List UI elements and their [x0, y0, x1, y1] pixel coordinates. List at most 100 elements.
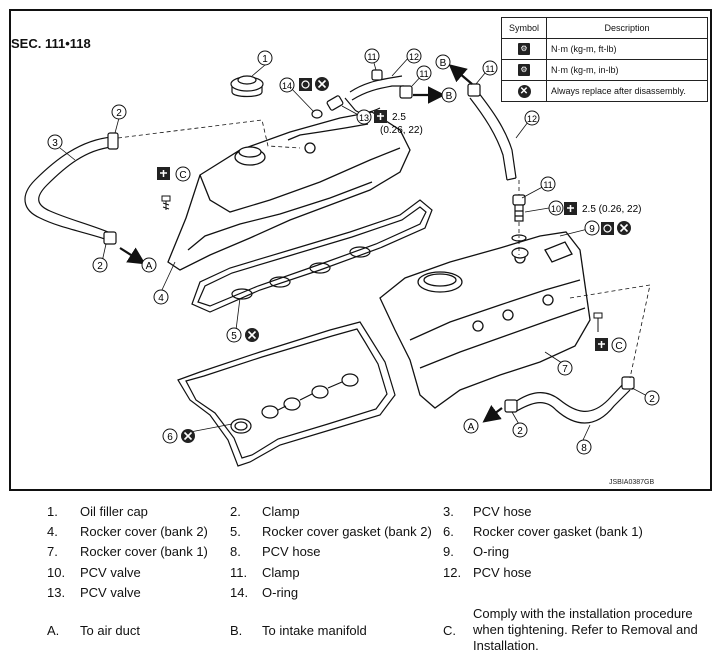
o-ring-icon-14 [299, 78, 312, 91]
svg-text:6: 6 [167, 432, 173, 443]
svg-text:10: 10 [551, 204, 561, 214]
rocker-cover-gasket-bank-1 [177, 321, 396, 467]
svg-text:A: A [146, 261, 153, 272]
callout-7: 7 [557, 360, 573, 376]
rocker-cover-bank-1 [379, 231, 591, 409]
symbol-table-desc: Always replace after disassembly. [546, 80, 708, 102]
legend-num: A. [47, 623, 60, 638]
legend-text: PCV valve [80, 565, 141, 580]
diagram-frame [9, 9, 712, 491]
legend-num: 8. [230, 544, 241, 559]
svg-text:A: A [468, 422, 475, 433]
svg-text:2: 2 [116, 108, 122, 119]
bolt-right [593, 312, 603, 332]
callout-letter-b-right: B [441, 87, 457, 103]
svg-text:14: 14 [282, 81, 292, 91]
callout-3: 3 [47, 134, 63, 150]
torque-wrench-inlb-icon-13 [374, 110, 387, 123]
callout-2-b: 2 [92, 257, 108, 273]
legend-num: 4. [47, 524, 58, 539]
pcv-hose-12-top [344, 75, 404, 114]
callout-11-b: 11 [482, 60, 498, 76]
svg-text:11: 11 [419, 69, 428, 79]
legend-num: 2. [230, 504, 241, 519]
legend-num: 5. [230, 524, 241, 539]
svg-text:2: 2 [97, 261, 103, 272]
callout-5: 5 [226, 327, 242, 343]
svg-text:13: 13 [359, 113, 369, 123]
legend-text: PCV hose [262, 544, 321, 559]
pcv-hose-3 [24, 136, 113, 241]
oil-filler-cap [230, 75, 264, 98]
svg-text:B: B [446, 91, 453, 102]
figure-code: JSBIA0387GB [609, 479, 655, 486]
svg-text:8: 8 [581, 443, 587, 454]
direction-arrows [119, 64, 503, 423]
always-replace-icon-9 [617, 221, 631, 235]
legend-text: O-ring [473, 544, 510, 559]
legend-text: O-ring [262, 585, 299, 600]
legend-num: B. [230, 623, 243, 638]
legend-text: Rocker cover gasket (bank 2) [262, 524, 432, 539]
legend-text: Clamp [262, 504, 300, 519]
legend-num: 11. [230, 565, 248, 580]
torque-value-10: 2.5 (0.26, 22) [582, 204, 641, 215]
symbol-table-desc: N·m (kg-m, ft-lb) [546, 38, 708, 60]
symbol-table-header-symbol: Symbol [501, 17, 547, 39]
legend-text: Oil filler cap [80, 504, 148, 519]
svg-text:12: 12 [409, 52, 419, 62]
legend-num: C. [443, 623, 456, 638]
always-replace-icon-5 [245, 328, 259, 342]
torque-value-13-sub: (0.26, 22) [380, 125, 423, 136]
callout-14: 14 [279, 77, 295, 93]
svg-text:5: 5 [231, 331, 237, 342]
rocker-cover-gasket-bank-2 [191, 199, 433, 313]
legend-num: 14. [230, 585, 249, 600]
clamp-2-lower-right-a [504, 399, 518, 413]
legend-num: 13. [47, 585, 66, 600]
svg-text:9: 9 [589, 224, 595, 235]
legend-num: 6. [443, 524, 454, 539]
svg-text:C: C [179, 170, 186, 181]
clamp-2-upper [107, 132, 119, 150]
svg-text:2: 2 [517, 426, 523, 437]
callout-letter-a-right: A [463, 418, 479, 434]
svg-text:7: 7 [562, 364, 568, 375]
torque-wrench-inlb-icon: ⚙ [518, 64, 530, 76]
leader-lines-dashed [117, 119, 651, 379]
clamp-11-upper-right [399, 85, 413, 99]
clamp-11-upper-mid [371, 69, 383, 81]
legend-text: Rocker cover (bank 2) [80, 524, 208, 539]
legend-num: 1. [47, 504, 58, 519]
pcv-valve-13 [311, 95, 344, 119]
callout-1: 1 [257, 50, 273, 66]
legend-text: PCV hose [473, 565, 532, 580]
svg-text:4: 4 [158, 293, 164, 304]
legend-text: Comply with the installation procedure w… [473, 606, 698, 653]
torque-value-13: 2.5 [392, 112, 406, 123]
legend-text: To intake manifold [262, 623, 367, 638]
svg-text:1: 1 [262, 54, 268, 65]
callout-11-a: 11 [540, 176, 556, 192]
legend-text: PCV hose [473, 504, 532, 519]
parts-legend: 1. Oil filler cap 2. Clamp 3. PCV hose 4… [0, 500, 720, 664]
legend-num: 3. [443, 504, 454, 519]
legend-text: Rocker cover gasket (bank 1) [473, 524, 643, 539]
svg-text:12: 12 [527, 114, 537, 124]
callout-12-a: 12 [524, 110, 540, 126]
svg-text:C: C [615, 341, 622, 352]
clamp-2-lower [103, 231, 117, 245]
torque-wrench-icon: ⚙ [518, 43, 530, 55]
callout-10: 10 [548, 200, 564, 216]
callout-11-c: 11 [364, 48, 380, 64]
svg-text:B: B [440, 58, 447, 69]
clamp-11-top [467, 83, 481, 97]
pcv-hose-8 [514, 381, 631, 424]
rocker-cover-bank-2 [167, 111, 411, 271]
exploded-view-drawing: 1 2 3 2 4 5 6 7 8 2 2 9 10 11 12 11 11 1… [24, 48, 660, 467]
legend-text: Rocker cover (bank 1) [80, 544, 208, 559]
torque-wrench-icon-right [595, 338, 608, 351]
callout-9: 9 [584, 220, 600, 236]
legend-num: 7. [47, 544, 58, 559]
always-replace-icon-14 [315, 77, 329, 91]
